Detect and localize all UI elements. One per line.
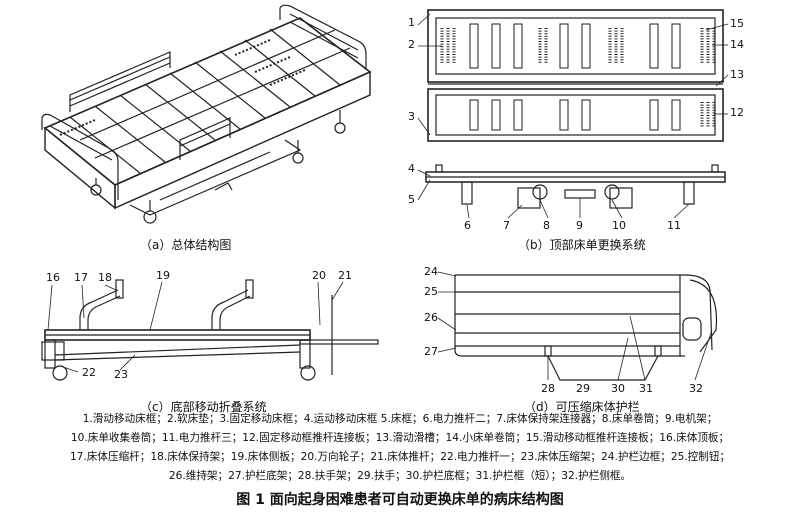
panel-d-drawing bbox=[454, 274, 718, 381]
panel-c-drawing bbox=[41, 279, 379, 381]
part-label-8: 8 bbox=[543, 219, 550, 232]
part-label-29: 29 bbox=[576, 382, 590, 395]
part-label-14: 14 bbox=[730, 38, 744, 51]
panel-d-caption: （d）可压缩床体护栏 bbox=[524, 400, 640, 414]
panel-a-caption: （a）总体结构图 bbox=[140, 238, 232, 252]
part-label-12: 12 bbox=[730, 106, 744, 119]
part-label-3: 3 bbox=[408, 110, 415, 123]
part-label-9: 9 bbox=[576, 219, 583, 232]
part-label-5: 5 bbox=[408, 193, 415, 206]
part-label-24: 24 bbox=[424, 265, 438, 278]
part-label-13: 13 bbox=[730, 68, 744, 81]
part-label-23: 23 bbox=[114, 368, 128, 381]
legend-line-2: 10.床单收集卷筒；11.电力推杆三；12.固定移动框推杆连接板；13.滑动滑槽… bbox=[70, 432, 730, 444]
part-label-15: 15 bbox=[730, 17, 744, 30]
part-label-25: 25 bbox=[424, 285, 438, 298]
part-label-11: 11 bbox=[667, 219, 681, 232]
leader-lines bbox=[47, 13, 729, 381]
legend-line-4: 26.维持架；27.护栏底架；28.扶手架；29.扶手；30.护栏底框；31.护… bbox=[168, 470, 632, 482]
part-label-6: 6 bbox=[464, 219, 471, 232]
panel-c-caption: （c）底部移动折叠系统 bbox=[140, 400, 267, 414]
panel-b-drawing bbox=[425, 9, 726, 209]
part-label-18: 18 bbox=[98, 271, 112, 284]
parts-legend: 1.滑动移动床框；2.软床垫；3.固定移动床框；4.运动移动床框 5.床框；6.… bbox=[0, 410, 800, 486]
legend-line-3: 17.床体压缩杆；18.床体保持架；19.床体侧板；20.万向轮子；21.床体推… bbox=[69, 451, 731, 463]
part-label-2: 2 bbox=[408, 38, 415, 51]
part-label-30: 30 bbox=[611, 382, 625, 395]
part-label-1: 1 bbox=[408, 16, 415, 29]
part-label-10: 10 bbox=[612, 219, 626, 232]
part-label-17: 17 bbox=[74, 271, 88, 284]
part-label-22: 22 bbox=[82, 366, 96, 379]
part-label-19: 19 bbox=[156, 269, 170, 282]
panel-a-drawing bbox=[41, 4, 372, 224]
part-label-31: 31 bbox=[639, 382, 653, 395]
part-label-4: 4 bbox=[408, 162, 415, 175]
figure-title: 图 1 面向起身困难患者可自动更换床单的病床结构图 bbox=[236, 492, 564, 508]
part-label-32: 32 bbox=[689, 382, 703, 395]
part-label-20: 20 bbox=[312, 269, 326, 282]
part-label-28: 28 bbox=[541, 382, 555, 395]
legend-line-1: 1.滑动移动床框；2.软床垫；3.固定移动床框；4.运动移动床框 5.床框；6.… bbox=[82, 413, 718, 425]
part-label-27: 27 bbox=[424, 345, 438, 358]
part-label-26: 26 bbox=[424, 311, 438, 324]
part-label-16: 16 bbox=[46, 271, 60, 284]
panel-b-caption: （b）顶部床单更换系统 bbox=[518, 238, 646, 252]
part-label-21: 21 bbox=[338, 269, 352, 282]
part-label-7: 7 bbox=[503, 219, 510, 232]
